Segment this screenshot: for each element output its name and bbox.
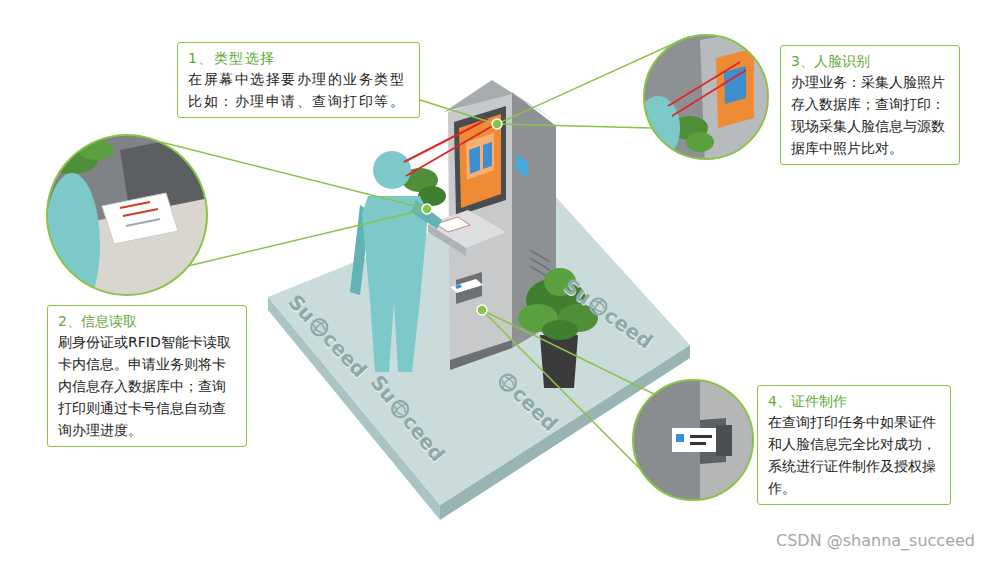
anchor-dot xyxy=(477,305,487,315)
inset-card-reader xyxy=(40,130,215,317)
callout-heading: 2、信息读取 xyxy=(58,311,236,331)
inset-leaf xyxy=(686,132,714,152)
person-arm xyxy=(411,200,442,229)
anchor-dot xyxy=(422,204,432,214)
inset-beam xyxy=(668,62,740,106)
inset-id-card xyxy=(102,193,178,244)
inset-bg xyxy=(630,378,756,504)
card-logo xyxy=(455,284,462,289)
callout-heading: 4、证件制作 xyxy=(768,391,940,411)
inset-face xyxy=(636,28,775,165)
scan-beam xyxy=(406,125,494,176)
plant-leaf xyxy=(542,320,578,340)
card xyxy=(450,279,483,293)
inset-card-mark xyxy=(123,209,158,216)
callout-box: 2、信息读取刷身份证或RFID智能卡读取卡内信息。申请业务则将卡内信息存入数据库… xyxy=(47,305,247,447)
screen-button xyxy=(469,146,480,174)
scan-beam xyxy=(404,119,488,162)
anchor-dot xyxy=(492,119,502,129)
inset-card-logo xyxy=(676,434,684,442)
screen-panel xyxy=(466,133,494,180)
callout-body: 在屏幕中选择要办理的业务类型比如：办理申请、查询打印等。 xyxy=(188,68,409,112)
inset-card-output xyxy=(630,378,756,505)
plant-pot xyxy=(540,335,578,388)
kiosk-base xyxy=(450,340,512,370)
id-card xyxy=(436,217,470,232)
callout-heading: 1、类型选择 xyxy=(188,48,409,68)
callout-box: 4、证件制作在查询打印任务中如果证件和人脸信息完全比对成功，系统进行证件制作及授… xyxy=(757,385,951,505)
callout-box: 1、类型选择在屏幕中选择要办理的业务类型比如：办理申请、查询打印等。 xyxy=(177,42,420,118)
screen xyxy=(459,114,501,208)
leader-line xyxy=(188,209,427,266)
callout-heading: 3、人脸识别 xyxy=(791,51,949,71)
callout-body: 办理业务：采集人脸照片存入数据库；查询打印：现场采集人脸信息与源数据库中照片比对… xyxy=(791,71,949,159)
inset-ring xyxy=(47,135,207,295)
callout-body: 刷身份证或RFID智能卡读取卡内信息。申请业务则将卡内信息存入数据库中；查询打印… xyxy=(58,331,236,441)
kiosk-shelf xyxy=(428,210,506,248)
inset-card xyxy=(672,428,716,452)
callout-box: 3、人脸识别办理业务：采集人脸照片存入数据库；查询打印：现场采集人脸信息与源数据… xyxy=(780,45,960,165)
screen-button xyxy=(483,142,492,169)
callout-body: 在查询打印任务中如果证件和人脸信息完全比对成功，系统进行证件制作及授权操作。 xyxy=(768,411,940,499)
credit-text: CSDN @shanna_succeed xyxy=(776,531,975,551)
globe-lines xyxy=(589,296,608,316)
inset-ring xyxy=(633,380,753,500)
inset-connector xyxy=(716,425,732,456)
leader-line xyxy=(497,124,652,128)
leader-line xyxy=(420,100,496,124)
inset-screen xyxy=(716,48,754,128)
inset-card-mark xyxy=(120,202,150,208)
inset-ring xyxy=(644,35,768,159)
kiosk-icon xyxy=(516,154,528,178)
inset-card-stripe xyxy=(690,435,712,438)
inset-card-stripe xyxy=(690,442,706,445)
inset-card-mark xyxy=(126,219,160,226)
inset-leaf xyxy=(78,140,114,160)
inset-beam xyxy=(672,70,746,116)
person-head xyxy=(373,151,411,189)
